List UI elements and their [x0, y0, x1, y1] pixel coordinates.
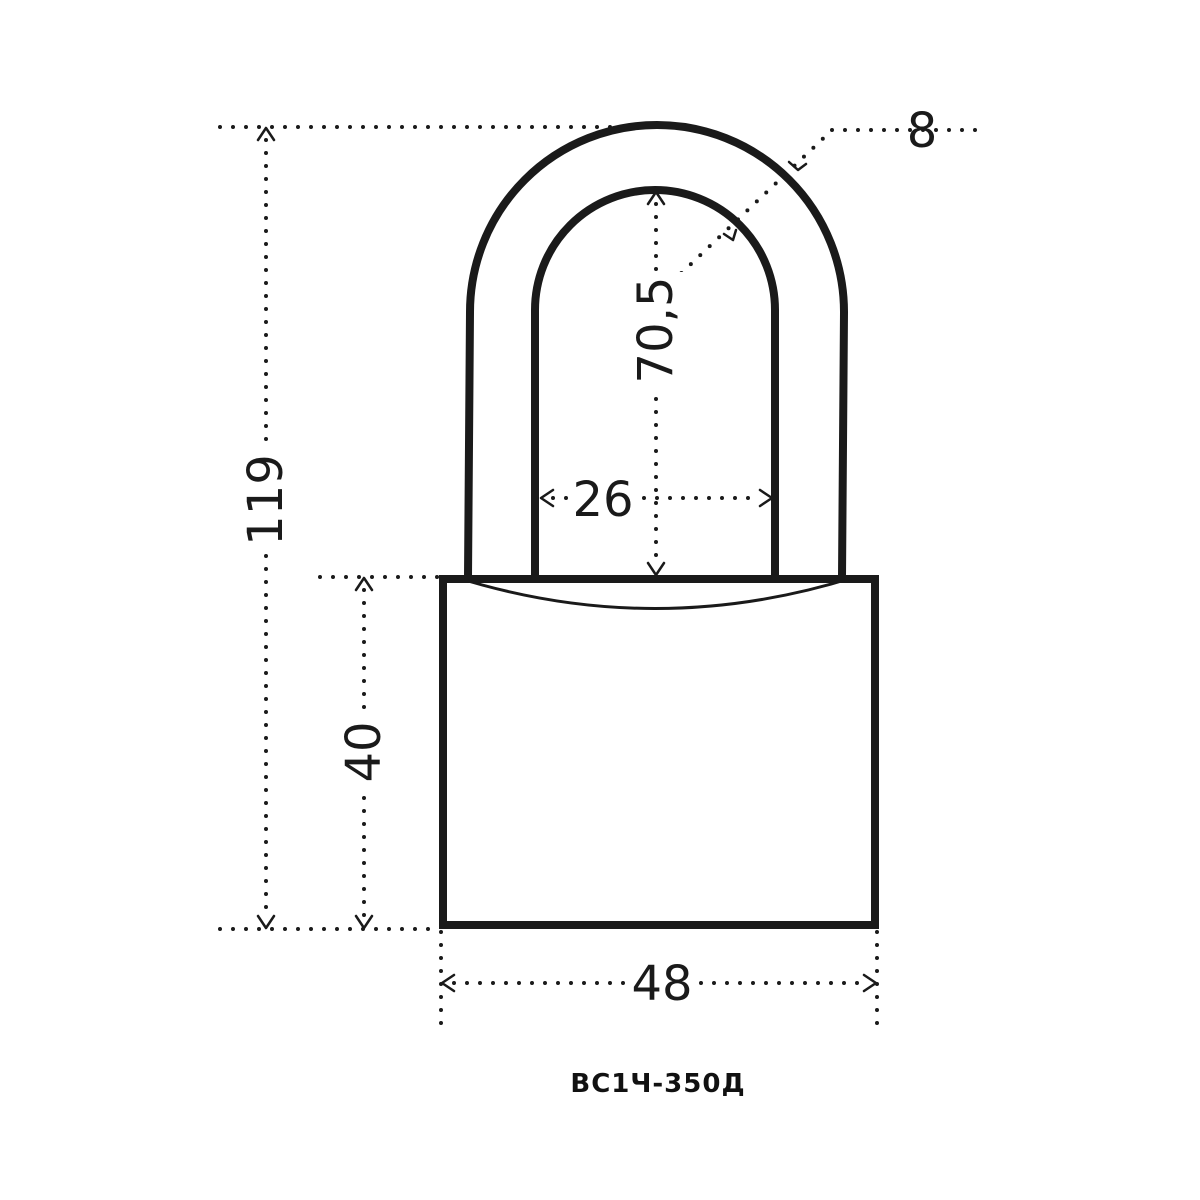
overall-height-arrow-bottom: [256, 914, 276, 930]
overall-height-arrow-top: [256, 126, 276, 142]
body-height-arrow-bottom: [354, 914, 374, 930]
lock-body: [439, 575, 879, 929]
body-width-arrow-left: [440, 973, 456, 993]
inner-height-label: 70,5: [628, 277, 684, 384]
extension-lines: [218, 125, 982, 1028]
body-height-label: 40: [336, 721, 392, 782]
overall-height-label: 119: [238, 454, 294, 546]
shackle: [464, 121, 849, 578]
inner-width-arrow-left: [539, 488, 555, 508]
diameter-arrow-outer: [787, 160, 808, 172]
inner-height-arrow-top: [646, 190, 666, 206]
dimension-body-width: 48: [440, 956, 878, 1012]
model-label: ВС1Ч-350Д: [570, 1069, 745, 1099]
body-width-label: 48: [631, 956, 692, 1012]
dimension-overall-height: 119: [236, 126, 296, 930]
dimension-body-height: 40: [334, 576, 394, 930]
body-width-arrow-right: [862, 973, 878, 993]
body-height-arrow-top: [354, 576, 374, 592]
dimension-inner-width: 26: [539, 472, 774, 528]
dimension-shackle-diameter: 8: [722, 103, 938, 242]
inner-height-arrow-bottom: [646, 561, 666, 577]
inner-width-arrow-right: [758, 488, 774, 508]
diameter-arrow-inner: [722, 228, 738, 242]
dimension-inner-height: 70,5: [628, 190, 684, 577]
shackle-inner-outline: [531, 186, 779, 577]
shackle-diameter-label: 8: [907, 103, 938, 159]
lock-body-outline: [439, 575, 879, 929]
body-top-curve: [454, 575, 856, 610]
inner-width-label: 26: [572, 472, 633, 528]
diameter-leader-line: [670, 128, 834, 284]
shackle-outer-outline: [464, 121, 849, 578]
